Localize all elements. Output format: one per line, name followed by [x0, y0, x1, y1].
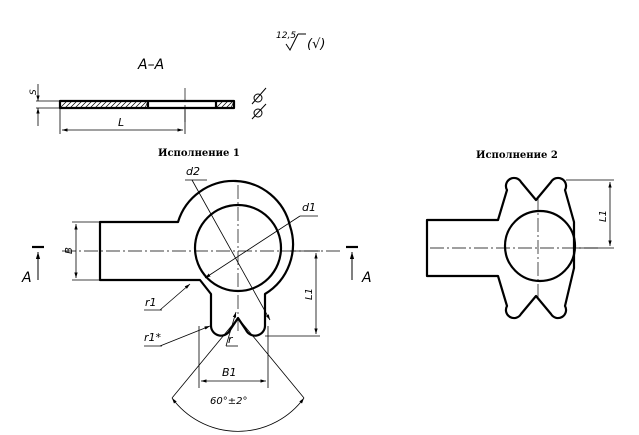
hatch-line	[99, 100, 108, 109]
cut-mark-left-label: А	[21, 270, 32, 286]
cut-mark-left: А	[21, 245, 44, 286]
dim-thickness-label: S	[29, 89, 39, 95]
hatch-line	[129, 100, 138, 109]
variant-2-dim-l1-label: L1	[598, 210, 609, 222]
dim-b-label: B	[64, 247, 75, 254]
dim-length-label: L	[118, 116, 124, 129]
roughness-note: (√)	[307, 37, 325, 52]
roughness-value: 12,5	[276, 31, 296, 41]
section-hatching	[59, 100, 235, 109]
dim-b1-label: B1	[222, 366, 237, 379]
dim-d1-label: d1	[302, 201, 316, 214]
hatch-line	[74, 100, 83, 109]
variant-2-view: Исполнение 2 L1	[425, 150, 614, 320]
hatch-line	[79, 100, 88, 109]
hatch-line	[220, 100, 229, 109]
hatch-line	[59, 100, 68, 109]
dim-d2-label: d2	[186, 165, 200, 178]
hatch-line	[134, 100, 143, 109]
dim-r1-label: r1	[145, 296, 157, 309]
hatch-line	[64, 100, 73, 109]
hatch-line	[215, 100, 224, 109]
variant-1-title: Исполнение 1	[158, 148, 240, 159]
hatch-line	[104, 100, 113, 109]
hatch-line	[124, 100, 133, 109]
hatch-line	[84, 100, 93, 109]
dim-r-label: r	[228, 333, 234, 346]
hatch-line	[109, 100, 118, 109]
dim-l1-label: L1	[304, 288, 315, 300]
hatch-line	[225, 100, 234, 109]
variant-1-view: Исполнение 1 B L1 d2 d1 r1 r1*	[21, 148, 372, 432]
hatch-line	[69, 100, 78, 109]
section-title: А–А	[137, 57, 164, 73]
angle-label: 60°±2°	[210, 396, 247, 407]
variant-2-title: Исполнение 2	[476, 150, 558, 161]
section-a-a: А–А S L	[29, 57, 267, 134]
hatch-line	[114, 100, 123, 109]
cut-mark-right: А	[346, 245, 372, 286]
hatch-line	[139, 100, 148, 109]
hatch-line	[230, 100, 235, 109]
variant-2-outline	[425, 176, 576, 320]
roughness-symbol: 12,5 (√)	[276, 31, 325, 52]
hatch-line	[94, 100, 103, 109]
cut-mark-right-label: А	[361, 270, 372, 286]
hatch-line	[119, 100, 128, 109]
dim-r1-star-label: r1*	[144, 331, 162, 344]
variant-2-hole	[503, 209, 577, 283]
hatch-line	[89, 100, 98, 109]
